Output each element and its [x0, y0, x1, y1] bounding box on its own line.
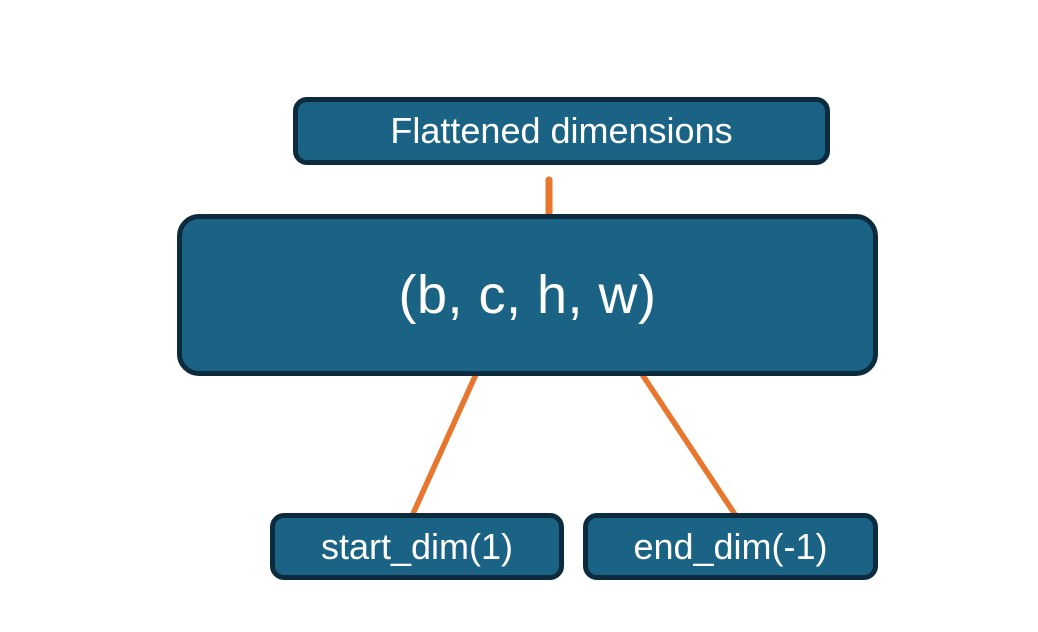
start-dim-box[interactable]: start_dim(1) [270, 513, 564, 580]
flattened-dimensions-label: Flattened dimensions [390, 110, 733, 151]
end-dim-box[interactable]: end_dim(-1) [583, 513, 878, 580]
end-dim-label: end_dim(-1) [633, 525, 828, 567]
flattened-dimensions-box[interactable]: Flattened dimensions [293, 97, 830, 165]
tensor-shape-label: (b, c, h, w) [398, 265, 657, 325]
tensor-shape-box[interactable]: (b, c, h, w) [177, 214, 878, 376]
start-dim-label: start_dim(1) [320, 525, 514, 567]
